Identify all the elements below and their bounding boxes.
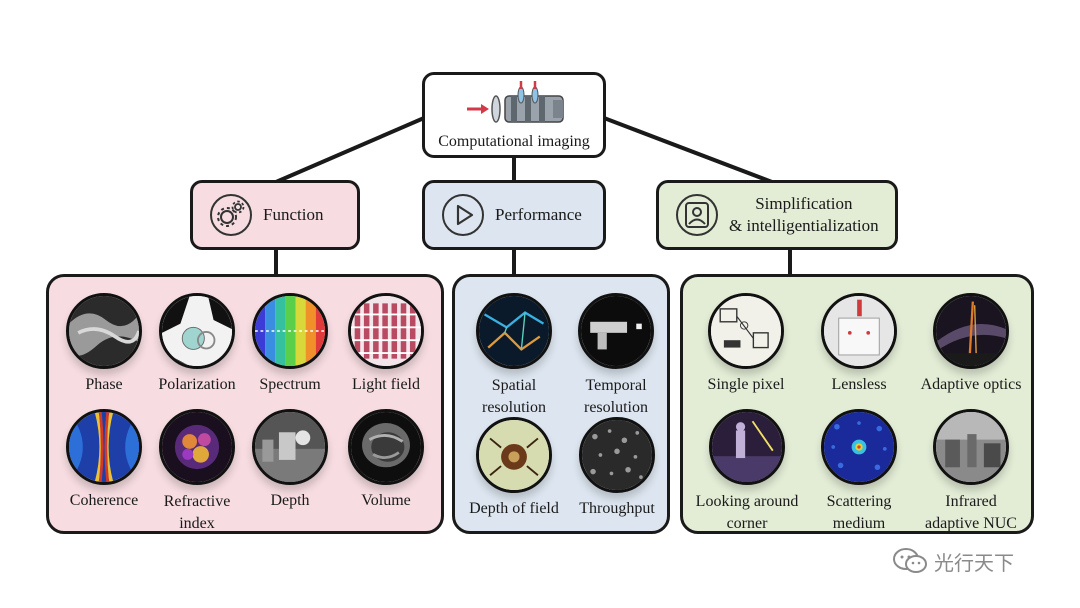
camera-lens-icon — [467, 81, 564, 123]
scattering-medium-label-line2: medium — [832, 515, 886, 532]
simplification-item-infrared-adaptive-nuc: Infrared adaptive NUC — [913, 409, 1029, 535]
simplification-item-looking-around-corner: Looking around corner — [689, 409, 805, 535]
refractive-index-thumbnail — [159, 409, 235, 485]
spatial-resolution-label-line2: resolution — [482, 399, 546, 416]
coherence-thumbnail — [66, 409, 142, 485]
connector-root-simplification — [603, 116, 773, 184]
function-panel: Phase Polarization Spectrum — [46, 274, 444, 534]
polarization-thumbnail — [159, 293, 235, 369]
infrared-adaptive-nuc-label-line1: Infrared — [945, 493, 997, 510]
coherence-label: Coherence — [69, 492, 139, 509]
watermark-text: 光行天下 — [934, 550, 1014, 575]
function-item-light-field: Light field — [339, 293, 433, 395]
simplification-panel: Single pixel Lensless Adaptive optics — [680, 274, 1034, 534]
category-performance-label: Performance — [495, 205, 582, 224]
light-field-thumbnail — [348, 293, 424, 369]
depth-of-field-thumbnail — [476, 417, 552, 493]
function-item-spectrum: Spectrum — [245, 293, 335, 395]
lensless-label: Lensless — [831, 376, 887, 393]
light-field-label: Light field — [352, 376, 420, 393]
phase-thumbnail — [66, 293, 142, 369]
root-label: Computational imaging — [438, 133, 590, 150]
temporal-resolution-label-line1: Temporal — [585, 377, 647, 394]
single-pixel-label: Single pixel — [707, 376, 785, 393]
connector-root-function — [275, 116, 425, 184]
category-simplification: Simplification & intelligentialization — [656, 180, 898, 250]
refractive-index-label-line2: index — [179, 515, 215, 532]
spectrum-label: Spectrum — [259, 376, 321, 393]
depth-thumbnail — [252, 409, 328, 485]
performance-item-temporal-resolution: Temporal resolution — [567, 293, 665, 419]
gears-icon — [210, 194, 252, 236]
function-item-phase: Phase — [59, 293, 149, 395]
volume-thumbnail — [348, 409, 424, 485]
category-function-label: Function — [263, 205, 324, 224]
function-item-depth: Depth — [245, 409, 335, 511]
polarization-label: Polarization — [158, 376, 236, 393]
play-icon — [442, 194, 484, 236]
phase-label: Phase — [85, 376, 123, 393]
infrared-adaptive-nuc-thumbnail — [933, 409, 1009, 485]
category-performance: Performance — [422, 180, 606, 250]
temporal-resolution-thumbnail — [578, 293, 654, 369]
performance-item-throughput: Throughput — [569, 417, 665, 519]
simplification-item-scattering-medium: Scattering medium — [809, 409, 909, 535]
volume-label: Volume — [361, 492, 411, 509]
scattering-medium-thumbnail — [821, 409, 897, 485]
spectrum-thumbnail — [252, 293, 328, 369]
watermark: 光行天下 — [892, 544, 1014, 578]
performance-item-depth-of-field: Depth of field — [459, 417, 569, 519]
temporal-resolution-label-line2: resolution — [584, 399, 648, 416]
looking-around-corner-label-line1: Looking around — [695, 493, 799, 510]
spatial-resolution-label-line1: Spatial — [491, 377, 537, 394]
function-item-volume: Volume — [339, 409, 433, 511]
category-simplification-label-line1: Simplification — [755, 194, 853, 213]
adaptive-optics-thumbnail — [933, 293, 1009, 369]
function-item-coherence: Coherence — [59, 409, 149, 511]
spatial-resolution-thumbnail — [476, 293, 552, 369]
user-icon — [676, 194, 718, 236]
performance-item-spatial-resolution: Spatial resolution — [465, 293, 563, 419]
refractive-index-label-line1: Refractive — [163, 493, 231, 510]
performance-panel: Spatial resolution Temporal resolution D… — [452, 274, 670, 534]
simplification-item-single-pixel: Single pixel — [691, 293, 801, 395]
function-item-polarization: Polarization — [145, 293, 249, 395]
category-function: Function — [190, 180, 360, 250]
scattering-medium-label-line1: Scattering — [826, 493, 892, 510]
depth-label: Depth — [270, 492, 310, 509]
simplification-item-lensless: Lensless — [809, 293, 909, 395]
category-simplification-label-line2: & intelligentialization — [729, 216, 879, 235]
adaptive-optics-label: Adaptive optics — [920, 376, 1022, 393]
looking-around-corner-thumbnail — [709, 409, 785, 485]
throughput-label: Throughput — [579, 500, 655, 517]
depth-of-field-label: Depth of field — [469, 500, 559, 517]
infrared-adaptive-nuc-label-line2: adaptive NUC — [925, 515, 1017, 532]
single-pixel-thumbnail — [708, 293, 784, 369]
function-item-refractive-index: Refractive index — [145, 409, 249, 535]
looking-around-corner-label-line2: corner — [726, 515, 768, 532]
lensless-thumbnail — [821, 293, 897, 369]
simplification-item-adaptive-optics: Adaptive optics — [909, 293, 1033, 395]
root-node: Computational imaging — [422, 72, 606, 158]
wechat-icon — [893, 548, 927, 573]
throughput-thumbnail — [579, 417, 655, 493]
